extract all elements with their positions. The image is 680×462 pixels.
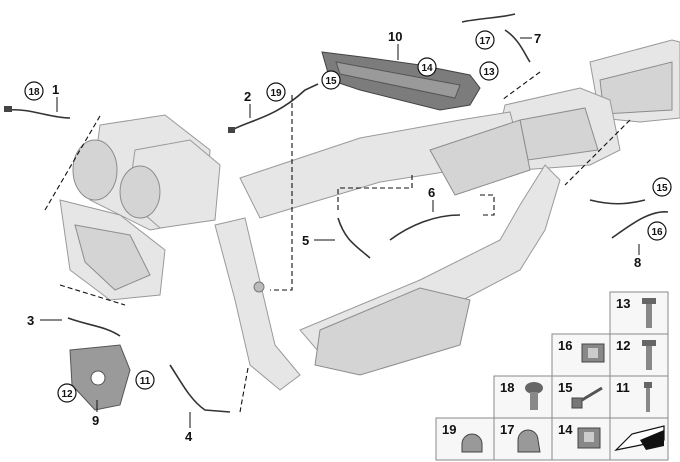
stud-11-icon <box>644 382 652 412</box>
parts-label-11: 11 <box>616 380 630 395</box>
manifold-flange <box>74 224 151 291</box>
svg-text:12: 12 <box>61 389 73 400</box>
circled-12: 12 <box>57 383 77 403</box>
callout-5: 5 <box>302 233 309 248</box>
svg-text:16: 16 <box>651 227 663 238</box>
parts-cell-12 <box>609 333 669 377</box>
clip-16-icon <box>581 343 605 363</box>
sensor-connector-1 <box>4 106 12 112</box>
circled-16: 16 <box>647 221 667 241</box>
svg-text:15: 15 <box>325 76 337 87</box>
circled-19: 19 <box>266 82 286 102</box>
callout-1: 1 <box>52 82 59 97</box>
parts-label-19: 19 <box>442 422 456 437</box>
circled-labels: 18 19 17 15 14 13 15 16 <box>24 30 672 403</box>
parts-label-18: 18 <box>500 380 514 395</box>
lower-catalytic-converter <box>314 287 471 376</box>
parts-cell-18 <box>493 375 553 419</box>
circled-18: 18 <box>24 81 44 101</box>
sensor-cable-1 <box>7 108 71 119</box>
clamp-17-icon <box>517 429 541 453</box>
clamp-19-icon <box>461 433 483 453</box>
svg-text:14: 14 <box>421 63 433 74</box>
sensor-boss <box>253 281 265 293</box>
parts-label-17: 17 <box>500 422 514 437</box>
parts-label-16: 16 <box>558 338 572 353</box>
resonator <box>429 119 531 196</box>
clip-14-icon <box>577 427 601 449</box>
front-pipe <box>214 217 301 391</box>
bracket-hole <box>90 370 106 386</box>
circled-13: 13 <box>479 61 499 81</box>
grommet-18-icon <box>525 382 543 410</box>
parts-label-13: 13 <box>616 296 630 311</box>
sensor-cable-5 <box>337 217 371 259</box>
circled-15-top: 15 <box>321 70 341 90</box>
converter-inlet-right <box>119 165 161 219</box>
leader-lines <box>40 37 640 428</box>
circled-15-right: 15 <box>652 177 672 197</box>
sensor-connector-2 <box>228 127 235 133</box>
callout-6: 6 <box>428 185 435 200</box>
circled-14: 14 <box>417 57 437 77</box>
screw-15-icon <box>571 386 603 409</box>
parts-label-15: 15 <box>558 380 572 395</box>
arrow-indicator-icon <box>614 425 665 451</box>
bolt-12-icon <box>642 340 656 370</box>
svg-text:11: 11 <box>140 376 151 387</box>
sensor-cable-4 <box>169 364 231 413</box>
reference-lines <box>44 71 631 413</box>
sensor-cable-2 <box>231 83 319 131</box>
parts-cell-11 <box>609 375 669 419</box>
callout-9: 9 <box>92 413 99 428</box>
svg-text:18: 18 <box>28 87 40 98</box>
heat-shield-rib <box>335 61 461 99</box>
lambda-sensors <box>4 13 669 413</box>
converter-inlet-left <box>72 139 118 201</box>
callout-7: 7 <box>534 31 541 46</box>
callout-labels: 1 2 3 4 5 6 7 8 9 10 <box>27 29 641 444</box>
svg-text:19: 19 <box>270 88 282 99</box>
sensor-cable-8 <box>589 199 669 239</box>
sensor-cable-3 <box>67 317 121 337</box>
callout-10: 10 <box>388 29 402 44</box>
parts-cell-13 <box>609 291 669 335</box>
parts-legend-grid: 13 16 12 18 15 11 19 17 14 <box>435 291 669 461</box>
bolt-13-icon <box>642 298 656 328</box>
parts-label-12: 12 <box>616 338 630 353</box>
svg-text:17: 17 <box>479 36 491 47</box>
callout-8: 8 <box>634 255 641 270</box>
callout-3: 3 <box>27 313 34 328</box>
callout-2: 2 <box>244 89 251 104</box>
parts-cell-15 <box>551 375 611 419</box>
circled-11: 11 <box>135 370 155 390</box>
circled-17: 17 <box>475 30 495 50</box>
callout-4: 4 <box>185 429 193 444</box>
exhaust-assembly <box>59 39 680 411</box>
sensor-cable-7 <box>461 13 531 63</box>
parts-label-14: 14 <box>558 422 573 437</box>
svg-text:13: 13 <box>483 67 495 78</box>
svg-text:15: 15 <box>656 183 668 194</box>
sensor-cable-6 <box>389 214 461 241</box>
